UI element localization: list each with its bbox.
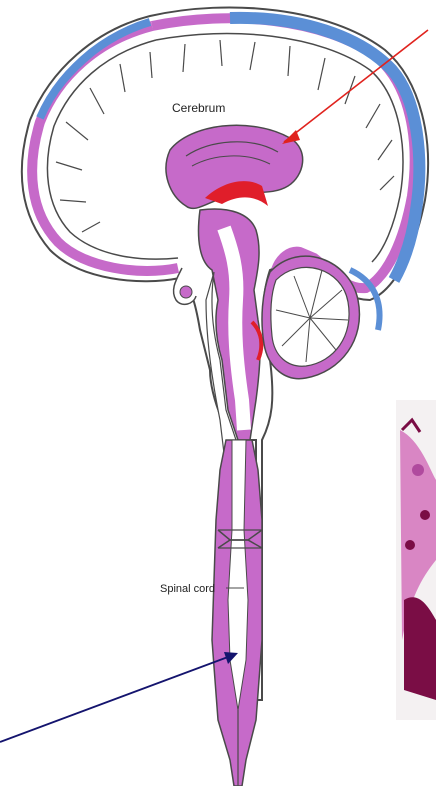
cerebrum-label: Cerebrum [172, 101, 225, 115]
spinal-column [212, 440, 262, 786]
spinal-cord-label: Spinal cord [160, 583, 215, 595]
inset-image [396, 400, 436, 720]
navy-arrow [0, 652, 238, 742]
cerebellum [262, 256, 380, 379]
